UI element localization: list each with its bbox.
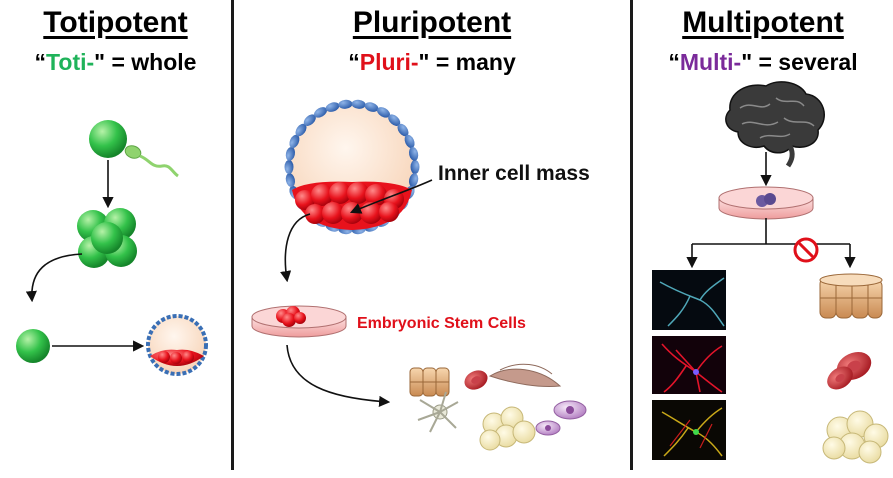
small-blastocyst bbox=[146, 314, 208, 376]
open-quote: “ bbox=[668, 49, 680, 75]
morula-cluster bbox=[77, 208, 137, 268]
title-totipotent: Totipotent bbox=[43, 6, 188, 39]
red-blood-cell-icon bbox=[464, 370, 488, 390]
trophoblast-cell bbox=[404, 134, 415, 149]
subtitle-totipotent: “Toti-" = whole bbox=[0, 49, 231, 76]
trophoblast-cell bbox=[410, 160, 420, 174]
prefix-pluri: Pluri- bbox=[359, 49, 419, 75]
neuron-cell-icon bbox=[417, 391, 459, 433]
neuron-micrograph-icon bbox=[652, 336, 726, 394]
zygote-cell bbox=[89, 120, 127, 158]
column-divider-left bbox=[231, 0, 234, 470]
meaning-many: " = many bbox=[418, 49, 516, 75]
arrow-morula-to-cell bbox=[25, 253, 83, 303]
trophoblast-cell bbox=[338, 99, 353, 109]
culture-dish-esc bbox=[251, 305, 347, 338]
trophoblast-cell bbox=[289, 134, 300, 149]
trophoblast-cell bbox=[284, 160, 294, 174]
muscle-cells-icon bbox=[488, 363, 562, 387]
title-pluripotent: Pluripotent bbox=[352, 6, 512, 39]
trophoblast-cell bbox=[364, 102, 379, 112]
epithelial-cells-icon bbox=[535, 400, 587, 436]
trophoblast-cell bbox=[295, 123, 307, 137]
arrow-to-inner-cell-mass bbox=[349, 179, 433, 214]
inner-cell-mass-label: Inner cell mass bbox=[438, 162, 590, 185]
bone-cells-icon bbox=[409, 367, 450, 397]
trophoblast-cell bbox=[314, 107, 327, 118]
prohibited-icon bbox=[793, 237, 819, 263]
column-divider-right bbox=[630, 0, 633, 470]
trophoblast-cell bbox=[303, 114, 316, 126]
totipotent-cell bbox=[16, 329, 50, 363]
meaning-several: " = several bbox=[741, 49, 858, 75]
subtitle-multipotent: “Multi-" = several bbox=[633, 49, 893, 76]
red-blood-cell-icon bbox=[827, 351, 872, 390]
trophoblast-cell bbox=[351, 99, 366, 109]
embryonic-stem-cells-label: Embryonic Stem Cells bbox=[357, 315, 526, 332]
trophoblast-cell bbox=[285, 173, 296, 188]
neuron-micrograph-icon bbox=[652, 400, 726, 460]
trophoblast-cell bbox=[377, 107, 390, 118]
arrow-blastocyst-to-dish bbox=[280, 213, 311, 283]
fat-cell-icon bbox=[822, 410, 889, 464]
neuron-micrograph-icon bbox=[652, 270, 726, 330]
trophoblast-cell bbox=[285, 146, 296, 161]
trophoblast-cell bbox=[325, 102, 340, 112]
meaning-whole: " = whole bbox=[94, 49, 197, 75]
open-quote: “ bbox=[34, 49, 47, 75]
prefix-multi: Multi- bbox=[679, 49, 742, 75]
trophoblast-cell bbox=[397, 123, 409, 137]
bone-cells-icon bbox=[819, 273, 883, 319]
blastocyst bbox=[284, 99, 420, 235]
subtitle-pluripotent: “Pluri-" = many bbox=[234, 49, 630, 76]
culture-dish-multipotent bbox=[718, 186, 814, 220]
brain-icon bbox=[725, 81, 825, 168]
fat-cells-icon bbox=[479, 406, 536, 451]
title-multipotent: Multipotent bbox=[682, 6, 844, 39]
prefix-toti: Toti- bbox=[46, 49, 95, 75]
trophoblast-cell bbox=[388, 114, 401, 126]
open-quote: “ bbox=[348, 49, 360, 75]
trophoblast-cell bbox=[408, 173, 419, 188]
trophoblast-cell bbox=[408, 146, 419, 161]
sperm-icon bbox=[124, 145, 179, 178]
arrow-dish-to-cell-types bbox=[286, 344, 391, 407]
